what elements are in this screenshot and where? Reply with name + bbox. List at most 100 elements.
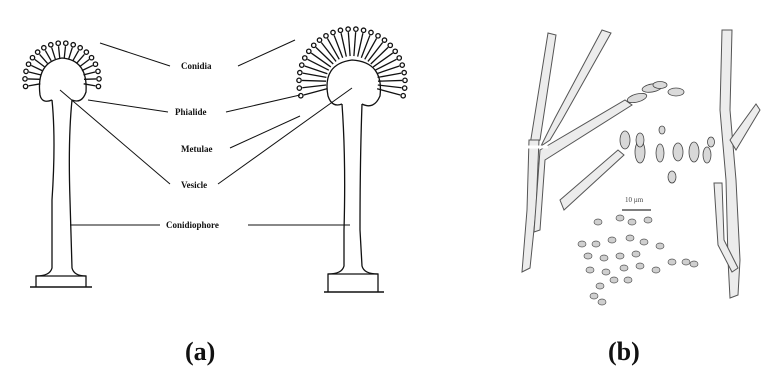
right-conidiophore bbox=[297, 27, 407, 292]
phialide bbox=[321, 42, 336, 61]
spore-cluster bbox=[578, 215, 698, 305]
conidium bbox=[300, 63, 304, 67]
phialide bbox=[29, 72, 41, 75]
phialide bbox=[303, 73, 327, 77]
hyphae-right bbox=[714, 30, 760, 298]
conidium bbox=[97, 77, 101, 81]
conidium bbox=[23, 84, 27, 88]
phialide bbox=[31, 65, 42, 70]
spore bbox=[592, 241, 600, 247]
spore-chain bbox=[626, 82, 684, 105]
label-conidia: Conidia bbox=[181, 61, 212, 71]
spore bbox=[624, 277, 632, 283]
phialide bbox=[69, 48, 73, 59]
spore bbox=[668, 259, 676, 265]
phialide bbox=[334, 35, 343, 57]
spore bbox=[596, 283, 604, 289]
spore bbox=[584, 253, 592, 259]
phialide bbox=[35, 60, 45, 67]
spore bbox=[652, 267, 660, 273]
spore bbox=[598, 299, 606, 305]
phialide bbox=[354, 32, 356, 56]
conidium bbox=[26, 62, 30, 66]
conidium bbox=[307, 49, 311, 53]
spore bbox=[628, 219, 636, 225]
conidium bbox=[56, 41, 60, 45]
scale-bar: 10 µm bbox=[622, 196, 651, 210]
conidium bbox=[303, 56, 307, 60]
phialide bbox=[59, 46, 60, 58]
spore bbox=[586, 267, 594, 273]
spore bbox=[594, 219, 602, 225]
conidium bbox=[382, 38, 386, 42]
conidium bbox=[96, 84, 100, 88]
spore bbox=[644, 217, 652, 223]
phialide bbox=[378, 80, 402, 81]
phialide bbox=[40, 54, 48, 63]
conidium bbox=[35, 50, 39, 54]
spore bbox=[626, 235, 634, 241]
spore bbox=[616, 253, 624, 259]
label-conidiophore: Conidiophore bbox=[166, 220, 219, 230]
conidium bbox=[401, 94, 405, 98]
conidium bbox=[331, 30, 335, 34]
phialide bbox=[311, 53, 331, 67]
spore bbox=[656, 243, 664, 249]
conidium bbox=[403, 78, 407, 82]
conidium bbox=[297, 78, 301, 82]
hyphae-left bbox=[520, 30, 632, 272]
conidium bbox=[388, 43, 392, 47]
phialide bbox=[371, 47, 388, 64]
panel-b-label: (b) bbox=[608, 337, 640, 366]
conidium bbox=[42, 46, 46, 50]
spore bbox=[610, 277, 618, 283]
spore bbox=[600, 255, 608, 261]
phialide bbox=[368, 42, 383, 61]
spore bbox=[632, 251, 640, 257]
conidium bbox=[393, 49, 397, 53]
left-conidiophore bbox=[23, 41, 101, 287]
conidium bbox=[400, 63, 404, 67]
spore bbox=[682, 259, 690, 265]
conidium bbox=[89, 56, 93, 60]
panel-a-diagram: Conidia Phialide Metulae Vesicle Conidio… bbox=[23, 27, 407, 366]
conidium bbox=[49, 43, 53, 47]
phialide bbox=[80, 60, 90, 67]
phialide bbox=[29, 84, 41, 86]
spore bbox=[608, 237, 616, 243]
conidium bbox=[317, 38, 321, 42]
phialide bbox=[378, 85, 402, 88]
conidium bbox=[84, 50, 88, 54]
conidium bbox=[71, 43, 75, 47]
conidium bbox=[397, 56, 401, 60]
conidium bbox=[346, 27, 350, 31]
panel-a-label: (a) bbox=[185, 337, 215, 366]
conidium bbox=[78, 46, 82, 50]
conidium bbox=[361, 28, 365, 32]
conidium bbox=[338, 28, 342, 32]
phialide bbox=[348, 32, 350, 56]
label-vesicle: Vesicle bbox=[181, 180, 207, 190]
conidium bbox=[23, 77, 27, 81]
phialide bbox=[365, 38, 377, 59]
conidium bbox=[369, 30, 373, 34]
phialide bbox=[52, 48, 56, 59]
phialide bbox=[378, 73, 402, 77]
conidium bbox=[402, 70, 406, 74]
phialide bbox=[358, 33, 363, 56]
phialide bbox=[341, 33, 346, 56]
spore bbox=[578, 241, 586, 247]
phialide bbox=[83, 72, 95, 75]
conidium bbox=[354, 27, 358, 31]
spore bbox=[590, 293, 598, 299]
spore bbox=[640, 239, 648, 245]
spore bbox=[690, 261, 698, 267]
phialide bbox=[64, 46, 65, 58]
phialide bbox=[73, 50, 79, 60]
panel-b-micrograph: 10 µm (b) bbox=[520, 30, 760, 366]
phialide bbox=[327, 38, 339, 59]
conidium bbox=[297, 86, 301, 90]
conidium bbox=[96, 69, 100, 73]
phialide bbox=[302, 85, 326, 88]
